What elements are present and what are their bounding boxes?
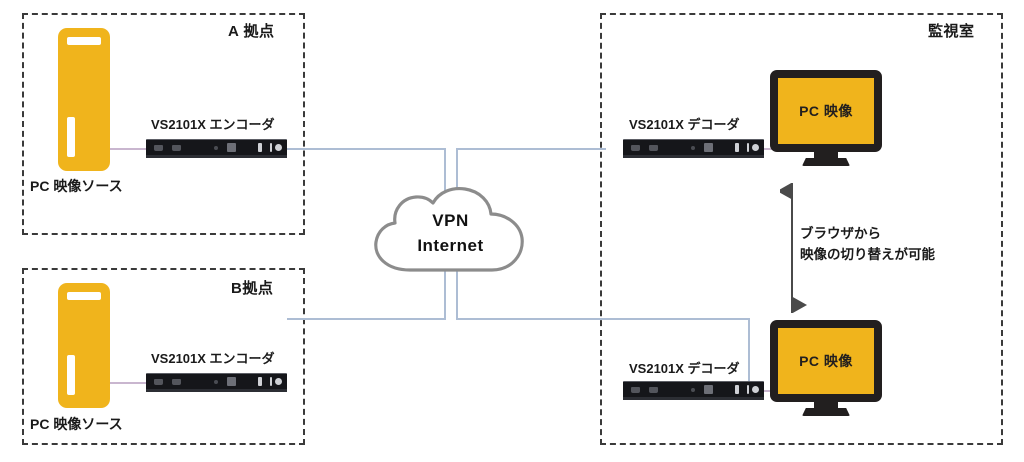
switch-arrow-icon: [780, 183, 807, 313]
cloud-shape-icon: [374, 186, 524, 272]
link-a-horizontal: [287, 148, 446, 150]
site-b-label: B拠点: [231, 280, 274, 297]
monitor-room-label: 監視室: [928, 23, 975, 40]
power-jack-icon: [275, 378, 282, 385]
rj45-port-icon: [704, 385, 713, 394]
annotation-line1: ブラウザから: [800, 226, 881, 241]
usb-port-icon: [735, 385, 739, 394]
rj45-port-icon: [227, 143, 236, 152]
annotation-line2: 映像の切り替えが可能: [800, 247, 935, 262]
reset-slot-icon: [747, 143, 749, 152]
audio-jack-icon: [691, 388, 695, 392]
audio-jack-icon: [691, 146, 695, 150]
site-a-label: A 拠点: [228, 23, 275, 40]
monitor-top-base: [802, 158, 850, 166]
site-box-a: [22, 13, 305, 235]
decoder-top-label: VS2101X デコーダ: [629, 117, 740, 132]
monitor-bottom-base: [802, 408, 850, 416]
link-monitor-bottom-horizontal: [456, 318, 750, 320]
tower-slot-top-a: [67, 37, 101, 45]
vpn-cloud: VPN Internet: [368, 186, 533, 276]
pc-tower-a: [58, 28, 110, 171]
hdmi-port-icon: [154, 379, 163, 385]
encoder-a-label: VS2101X エンコーダ: [151, 117, 275, 132]
audio-jack-icon: [214, 380, 218, 384]
link-a-vertical-down: [444, 148, 446, 200]
site-box-b: [22, 268, 305, 445]
cloud-line2: Internet: [417, 236, 484, 255]
rj45-port-icon: [704, 143, 713, 152]
monitor-bottom-screen: PC 映像: [778, 328, 874, 394]
decoder-bottom: [623, 381, 764, 400]
reset-slot-icon: [270, 377, 272, 386]
encoder-b: [146, 373, 287, 392]
pc-tower-b-caption: PC 映像ソース: [30, 416, 123, 432]
audio-jack-icon: [214, 146, 218, 150]
power-jack-icon: [752, 386, 759, 393]
usb-port-icon: [258, 143, 262, 152]
pc-tower-b: [58, 283, 110, 408]
hdmi-port-icon: [649, 145, 658, 151]
pc-to-encoder-link-a: [110, 148, 146, 150]
monitor-bottom: PC 映像: [770, 320, 882, 402]
monitor-top: PC 映像: [770, 70, 882, 152]
hdmi-port-icon: [631, 387, 640, 393]
reset-slot-icon: [747, 385, 749, 394]
link-monitor-top-horizontal: [456, 148, 606, 150]
rj45-port-icon: [227, 377, 236, 386]
tower-slot-top-b: [67, 292, 101, 300]
cloud-line1: VPN: [432, 211, 469, 230]
encoder-a: [146, 139, 287, 158]
link-monitor-top-vertical: [456, 148, 458, 200]
monitor-bottom-neck: [814, 402, 838, 413]
reset-slot-icon: [270, 143, 272, 152]
encoder-b-label: VS2101X エンコーダ: [151, 351, 275, 366]
site-box-monitor-room: [600, 13, 1003, 445]
hdmi-port-icon: [631, 145, 640, 151]
monitor-top-screen: PC 映像: [778, 78, 874, 144]
hdmi-port-icon: [172, 379, 181, 385]
decoder-bottom-label: VS2101X デコーダ: [629, 361, 740, 376]
tower-slot-bottom-b: [67, 355, 75, 395]
monitor-top-neck: [814, 152, 838, 163]
link-b-horizontal: [287, 318, 446, 320]
monitor-top-screen-text: PC 映像: [799, 103, 853, 119]
decoder-top: [623, 139, 764, 158]
power-jack-icon: [275, 144, 282, 151]
hdmi-port-icon: [172, 145, 181, 151]
link-b-vertical: [444, 268, 446, 320]
pc-to-encoder-link-b: [110, 382, 146, 384]
monitor-bottom-screen-text: PC 映像: [799, 353, 853, 369]
hdmi-port-icon: [154, 145, 163, 151]
hdmi-port-icon: [649, 387, 658, 393]
usb-port-icon: [258, 377, 262, 386]
tower-slot-bottom-a: [67, 117, 75, 157]
power-jack-icon: [752, 144, 759, 151]
link-monitor-bottom-vertical-drop: [748, 318, 750, 382]
link-monitor-bottom-vertical-cloud: [456, 268, 458, 320]
pc-tower-a-caption: PC 映像ソース: [30, 178, 123, 194]
usb-port-icon: [735, 143, 739, 152]
